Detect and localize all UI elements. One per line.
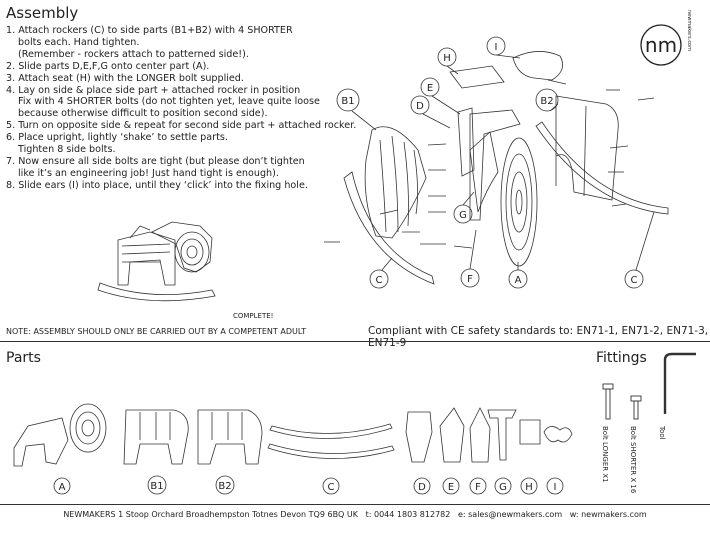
- part-label-b1: B1: [150, 481, 163, 492]
- step-5: 5. Turn on opposite side & repeat for se…: [6, 120, 357, 132]
- diagram-labels: H I E B1 D B2 G C F A C: [341, 42, 637, 286]
- fittings-title: Fittings: [596, 350, 647, 366]
- step-6: 6. Place upright, lightly ‘shake’ to set…: [6, 132, 228, 144]
- step-1-line-2: bolts each. Hand tighten.: [18, 36, 140, 48]
- step-4-line-2: Fix with 4 SHORTER bolts (do not tighten…: [18, 96, 320, 108]
- part-label-e: E: [448, 482, 454, 493]
- label-b2: B2: [540, 96, 553, 107]
- complete-label: COMPLETE!: [233, 312, 274, 320]
- part-label-f: F: [475, 482, 481, 493]
- step-2: 2. Slide parts D,E,F,G onto center part …: [6, 60, 210, 72]
- step-7: 7. Now ensure all side bolts are tight (…: [6, 155, 305, 167]
- step-7-line-2: like it’s an engineering job! Just hand …: [18, 167, 279, 179]
- label-e: E: [427, 83, 433, 94]
- part-label-b2: B2: [218, 481, 231, 492]
- bolt-longer-drawing: [602, 383, 614, 420]
- footer-divider: [0, 504, 710, 505]
- label-c-right: C: [631, 275, 638, 286]
- compliance-text: Compliant with CE safety standards to: E…: [368, 325, 709, 349]
- label-a: A: [515, 275, 522, 286]
- fittings-drawings: [602, 352, 696, 420]
- label-d: D: [416, 101, 424, 112]
- label-b1: B1: [341, 96, 354, 107]
- brand-logo: nm newmakers.com: [640, 10, 692, 66]
- step-3: 3. Attach seat (H) with the LONGER bolt …: [6, 72, 244, 84]
- step-4: 4. Lay on side & place side part + attac…: [6, 84, 301, 96]
- label-i: I: [495, 42, 498, 53]
- part-label-h: H: [525, 482, 533, 493]
- bolt-shorter-drawing: [630, 395, 642, 420]
- step-1: 1. Attach rockers (C) to side parts (B1+…: [6, 25, 293, 36]
- fitting-label-tool: Tool: [658, 425, 666, 440]
- step-6-line-2: Tighten 8 side bolts.: [18, 144, 116, 156]
- part-label-c: C: [328, 482, 335, 493]
- part-label-a: A: [59, 482, 66, 493]
- step-4-line-3: because otherwise difficult to position …: [18, 108, 268, 120]
- label-g: G: [459, 210, 467, 221]
- fitting-label-bolt-longer: Bolt LONGER X1: [601, 426, 609, 483]
- part-label-g: G: [499, 482, 507, 493]
- exploded-diagram: [324, 36, 669, 289]
- label-f: F: [467, 274, 473, 285]
- part-labels: A B1 B2 C D E F G H I: [59, 481, 557, 493]
- part-label-d: D: [418, 482, 426, 493]
- fitting-label-bolt-shorter: Bolt SHORTER X 16: [629, 426, 637, 494]
- step-8: 8. Slide ears (I) into place, until they…: [6, 179, 308, 191]
- logo-text: nm: [645, 33, 677, 57]
- logo-ring-text: newmakers.com: [686, 10, 692, 51]
- part-label-i: I: [554, 482, 557, 493]
- divider: [0, 341, 710, 342]
- step-1-line-3: (Remember - rockers attach to patterned …: [18, 48, 249, 60]
- allen-key-tool-drawing: [663, 352, 696, 414]
- complete-horse-drawing: [97, 221, 216, 302]
- fittings-labels: Bolt LONGER X1 Bolt SHORTER X 16 Tool: [601, 425, 666, 494]
- safety-note: NOTE: ASSEMBLY SHOULD ONLY BE CARRIED OU…: [6, 327, 307, 336]
- parts-drawings: [13, 403, 573, 495]
- parts-title: Parts: [6, 350, 41, 366]
- footer-contact: NEWMAKERS 1 Stoop Orchard Broadhempston …: [63, 510, 647, 519]
- label-c-left: C: [376, 275, 383, 286]
- assembly-title: Assembly: [6, 4, 79, 22]
- label-h: H: [443, 53, 451, 64]
- assembly-steps: 1. Attach rockers (C) to side parts (B1+…: [6, 25, 357, 192]
